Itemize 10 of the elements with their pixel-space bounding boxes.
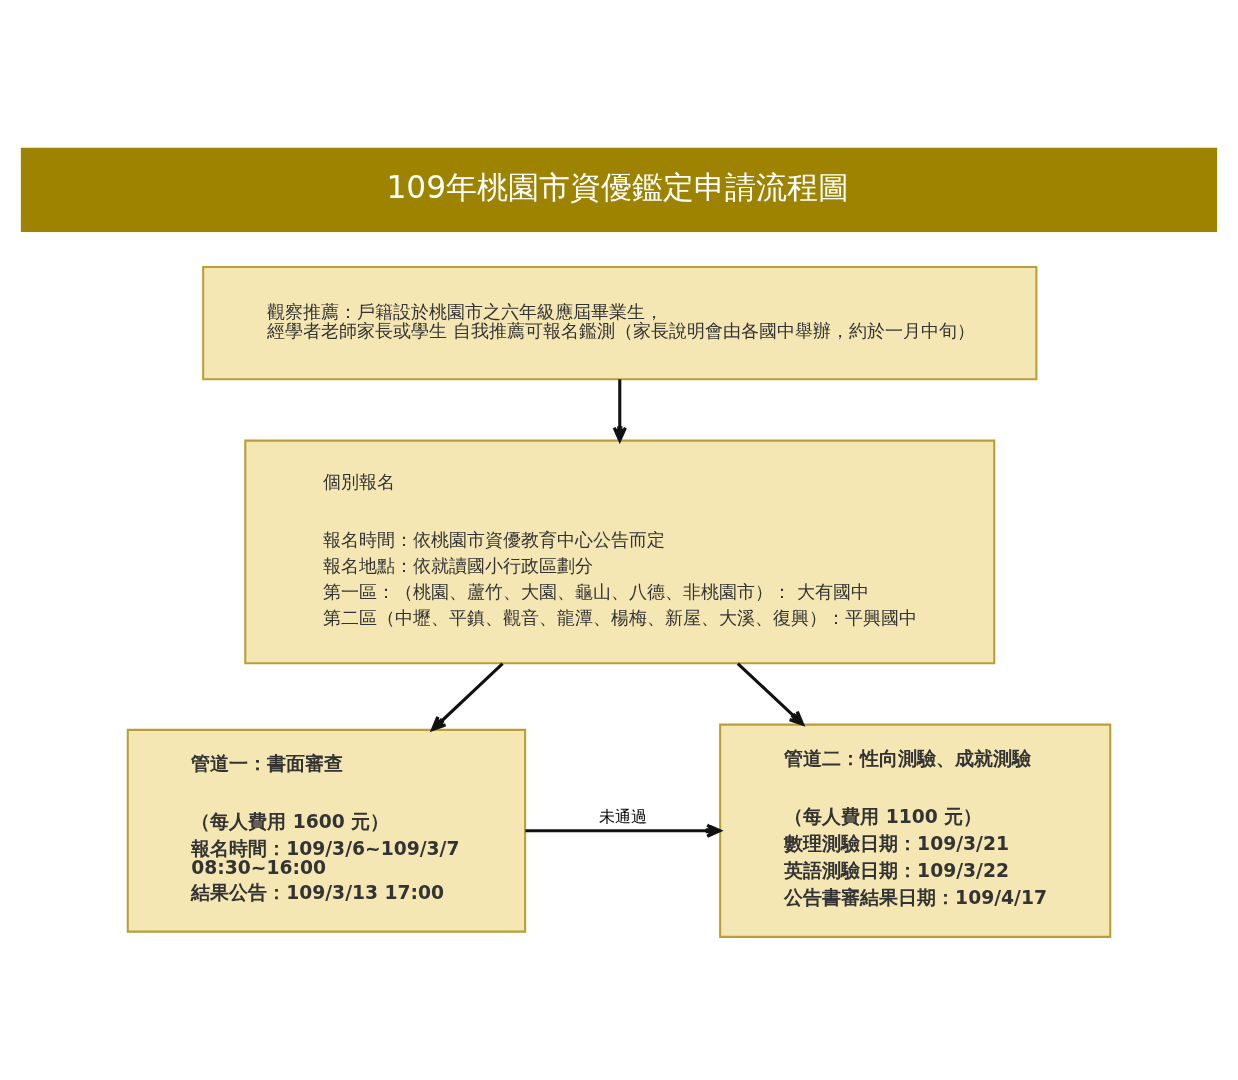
arrow <box>430 662 504 732</box>
edge-label: 未通過 <box>598 808 647 827</box>
diagram-title: 109年桃園市資優鑑定申請流程圖 <box>386 168 850 205</box>
arrow <box>525 823 722 838</box>
node-box: 管道二：性向測驗、成就測驗 （每人費用 1100 元） 數理測驗日期：109/3/21 英語測驗日期：109/3/22 公告書審結果日期：109/4/17 <box>719 723 1112 938</box>
node-box: 管道一：書面審查 （每人費用 1600 元） 報名時間：109/3/6~109/3/7 08:30~16:00 結果公告：109/3/13 17:00 <box>126 728 527 933</box>
arrow <box>612 379 627 442</box>
arrow <box>736 662 805 726</box>
node-box: 個別報名 報名時間：依桃園市資優教育中心公告而定 報名地點：依就讀國小行政區劃分 第一區：（桃園、蘆竹、大園、龜山、八德、非桃園市）： 大有國中 第二區（中壢、平鎮、觀音、龍潭、楊梅、新屋、大溪、復興）：平興國中 <box>244 439 996 665</box>
node-box: 觀察推薦：戶籍設於桃園市之六年級應屆畢業生，經學者老師家長或學生 自我推薦可報名鑑測（家長說明會由各國中舉辦，約於一月中旬） <box>202 265 1038 381</box>
